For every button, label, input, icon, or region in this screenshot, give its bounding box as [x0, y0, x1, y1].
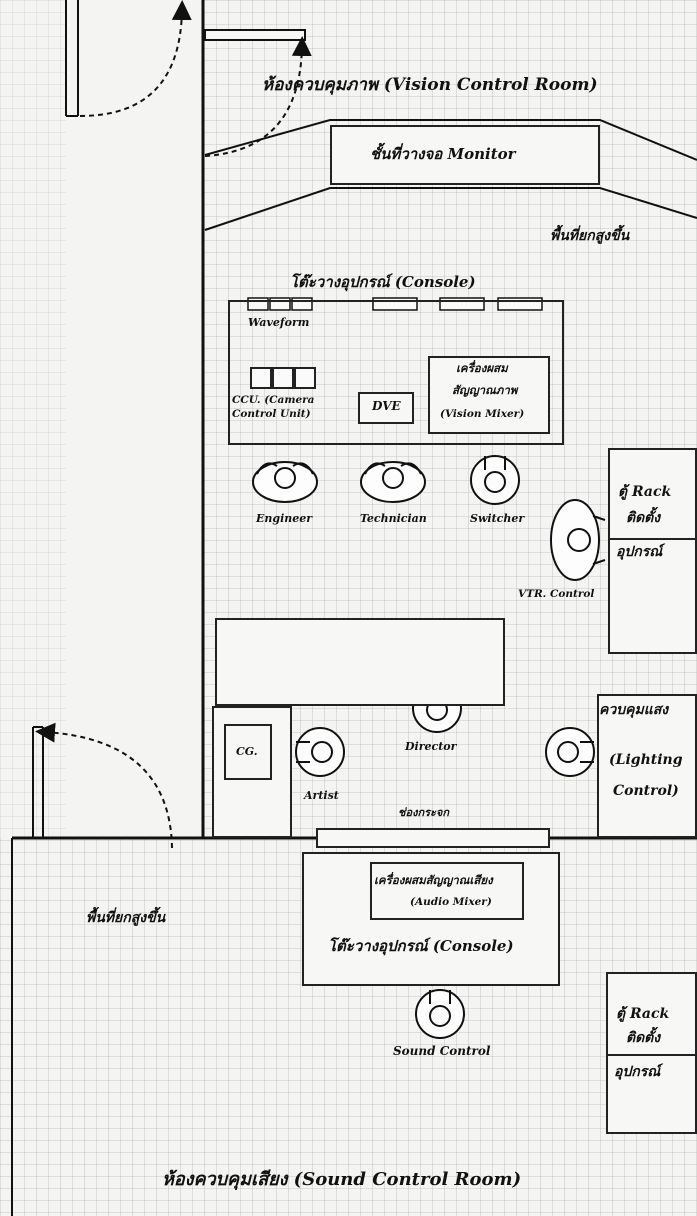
vision-mixer-box [428, 356, 550, 434]
rack-upper-label-1: ตู้ Rack [618, 484, 672, 500]
director-desk [215, 618, 505, 706]
rack-lower-label-1: ตู้ Rack [616, 1006, 670, 1022]
lighting-label-3: Control) [613, 783, 679, 799]
rack-lower-label-3: อุปกรณ์ [614, 1064, 661, 1080]
monitor-shelf [330, 125, 600, 185]
ccu-slot-1 [250, 367, 272, 389]
rack-upper [608, 448, 697, 654]
vision-mixer-label-1: เครื่องผสม [456, 361, 508, 375]
vision-room-title: ห้องควบคุมภาพ (Vision Control Room) [262, 75, 598, 95]
lighting-label-2: (Lighting [609, 752, 683, 768]
raised-floor-label-top: พื้นที่ยกสูงขึ้น [550, 228, 630, 244]
audio-mixer-label-1: เครื่องผสมสัญญาณเสียง [374, 873, 493, 887]
person-vtr-control-icon [550, 499, 606, 581]
ccu-slot-2 [272, 367, 294, 389]
dve-box [358, 392, 414, 424]
technician-label: Technician [360, 512, 427, 525]
person-artist-icon [295, 727, 345, 777]
dve-label: DVE [372, 399, 401, 413]
engineer-label: Engineer [256, 512, 313, 525]
rack-lower-label-2: ติดตั้ง [626, 1030, 661, 1046]
rack-upper-label-2: ติดตั้ง [626, 510, 661, 526]
switcher-label: Switcher [470, 512, 525, 525]
ccu-slot-3 [294, 367, 316, 389]
cg-box [224, 724, 272, 780]
artist-label: Artist [304, 789, 339, 802]
rack-upper-label-3: อุปกรณ์ [616, 544, 663, 560]
ccu-label-2: Control Unit) [232, 408, 311, 420]
monitor-shelf-label: ชั้นที่วางจอ Monitor [370, 145, 516, 163]
glass-window [316, 828, 550, 848]
person-engineer-icon [252, 461, 318, 503]
lighting-control-box [597, 694, 697, 838]
sound-control-label: Sound Control [393, 1044, 491, 1058]
vtr-control-label: VTR. Control [518, 588, 595, 600]
lighting-label-1: ควบคุมแสง [599, 702, 669, 718]
ccu-label-1: CCU. (Camera [232, 394, 315, 406]
audio-mixer-label-2: (Audio Mixer) [410, 896, 492, 908]
vision-mixer-label-3: (Vision Mixer) [440, 408, 525, 420]
person-technician-icon [360, 461, 426, 503]
console-title-sound: โต๊ะวางอุปกรณ์ (Console) [328, 937, 514, 955]
director-label: Director [405, 740, 457, 753]
person-lighting-icon [545, 727, 595, 777]
waveform-label: Waveform [248, 316, 310, 329]
console-title-vision: โต๊ะวางอุปกรณ์ (Console) [290, 273, 476, 291]
vision-console [228, 300, 564, 445]
sound-room-title: ห้องควบคุมเสียง (Sound Control Room) [162, 1169, 522, 1190]
audio-mixer-box [370, 862, 524, 920]
rack-lower [606, 972, 697, 1134]
glass-window-label: ช่องกระจก [398, 806, 450, 819]
vision-mixer-label-2: สัญญาณภาพ [452, 383, 518, 397]
raised-floor-label-bottom: พื้นที่ยกสูงขึ้น [86, 910, 166, 926]
cg-label: CG. [236, 745, 258, 758]
person-sound-control-icon [415, 989, 465, 1039]
person-switcher-icon [470, 455, 520, 505]
